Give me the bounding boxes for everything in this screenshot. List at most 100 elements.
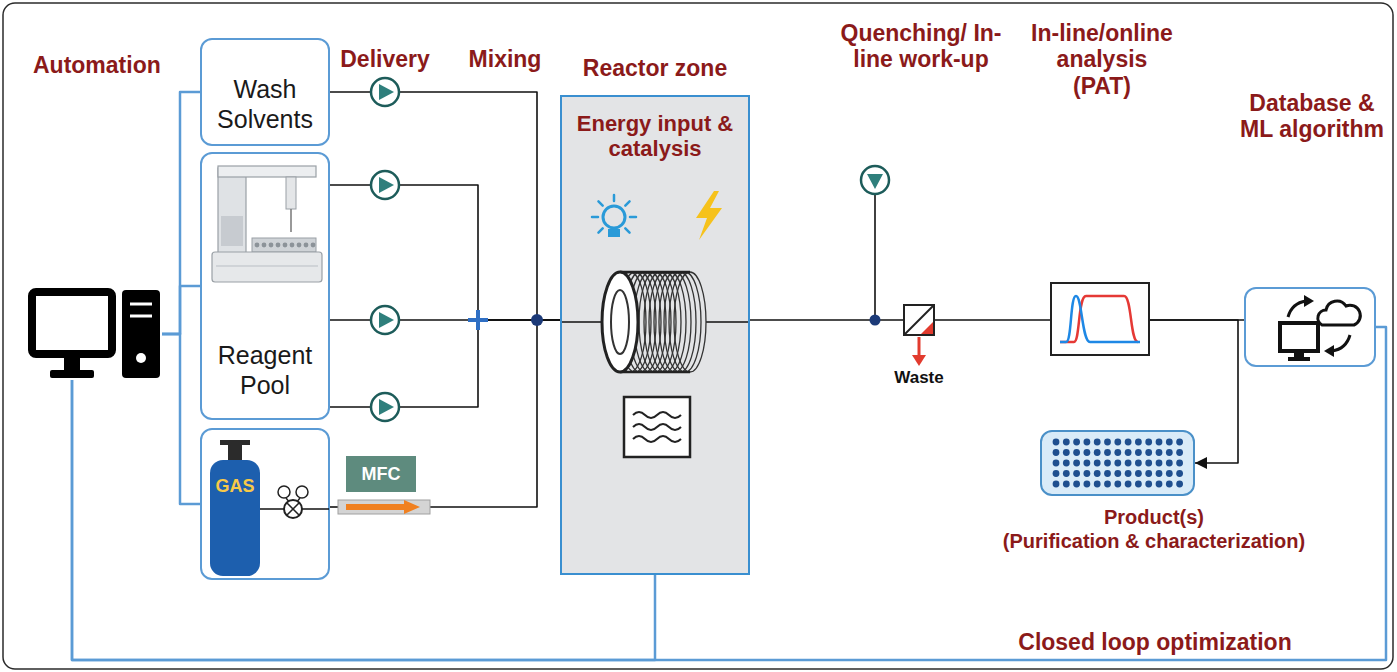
well	[1084, 470, 1091, 477]
bath-wave	[633, 424, 681, 430]
light-ray	[625, 228, 629, 232]
monitor-stand	[1294, 351, 1304, 357]
gas-supply-box: GAS	[200, 428, 330, 580]
pump-arrow	[867, 174, 883, 189]
regulator-mark	[287, 503, 299, 515]
product-note: (Purification & characterization)	[984, 530, 1324, 553]
well	[1125, 449, 1132, 456]
flow-line	[330, 506, 338, 508]
well	[1145, 439, 1152, 446]
monitor-stand	[64, 358, 80, 370]
well	[1176, 449, 1183, 456]
pc-tower	[122, 290, 160, 378]
well	[1145, 460, 1152, 467]
sync-arrowhead	[1324, 345, 1334, 357]
well	[1073, 449, 1080, 456]
vial	[290, 243, 295, 248]
drive-slot	[130, 303, 152, 306]
box-label: Reagent Pool	[205, 340, 325, 400]
light-bulb	[603, 206, 625, 228]
well	[1084, 439, 1091, 446]
flow-line	[935, 319, 1050, 321]
well	[1135, 481, 1142, 488]
well	[1094, 449, 1101, 456]
mfc-label: MFC	[346, 456, 416, 492]
monitor-base	[50, 370, 94, 378]
pump-arrow	[379, 312, 394, 328]
control-line	[162, 334, 200, 504]
well	[1114, 481, 1121, 488]
sampler-base	[212, 252, 322, 282]
section-heading: Reactor zone	[550, 55, 760, 81]
well	[1104, 470, 1111, 477]
product-plate: Product(s)(Purification & characterizati…	[1040, 430, 1195, 496]
pump	[371, 393, 399, 421]
well	[1176, 470, 1183, 477]
well	[1063, 439, 1070, 446]
well	[1053, 470, 1060, 477]
light-ray	[625, 201, 629, 205]
well	[1073, 481, 1080, 488]
illustration	[1052, 284, 1152, 358]
well	[1125, 470, 1132, 477]
pump-arrow	[379, 177, 394, 193]
flow-arrow	[346, 500, 420, 514]
pump	[371, 306, 399, 334]
illustration	[905, 306, 937, 338]
well	[1084, 449, 1091, 456]
pump-body	[371, 306, 399, 334]
coil-edge	[620, 271, 690, 274]
cylinder-label: GAS	[210, 476, 260, 498]
section-heading: In-line/online analysis (PAT)	[1027, 20, 1177, 99]
monitor	[32, 292, 112, 354]
database-box: Database & ML algorithm	[1244, 287, 1376, 367]
monitor	[1280, 323, 1318, 351]
section-heading: Automation	[33, 52, 183, 78]
well	[1094, 460, 1101, 467]
mfc-pipe	[338, 500, 430, 514]
well	[1063, 481, 1070, 488]
reservoir-box: Wash Solvents	[200, 38, 330, 146]
well	[1114, 439, 1121, 446]
well	[1156, 439, 1163, 446]
vial	[255, 243, 260, 248]
coil-core	[611, 290, 629, 354]
pump	[371, 78, 399, 106]
waste-arrow-head	[912, 355, 926, 366]
pump-arrow	[379, 399, 394, 415]
section-heading: Database & ML algorithm	[1235, 90, 1389, 143]
vial	[262, 243, 267, 248]
coil-edge	[620, 371, 690, 374]
well	[1073, 439, 1080, 446]
flow-line	[330, 185, 560, 320]
membrane	[905, 306, 933, 334]
waste-arrow-shaft	[918, 337, 921, 356]
flow-line	[330, 92, 560, 320]
computer-icon: Automation	[28, 288, 162, 380]
power-button	[136, 353, 146, 363]
well	[1145, 481, 1152, 488]
vial	[304, 243, 309, 248]
pump-body	[371, 171, 399, 199]
well	[1053, 481, 1060, 488]
well	[1166, 439, 1173, 446]
well	[1053, 460, 1060, 467]
reactor-outlet	[706, 321, 748, 323]
well	[1094, 439, 1101, 446]
heating-bath	[624, 397, 690, 457]
membrane-separator: Quenching/ In-line work-up	[903, 304, 935, 336]
analysis-box: In-line/online analysis (PAT)	[1050, 282, 1150, 356]
well	[1135, 439, 1142, 446]
regulator	[284, 500, 302, 518]
product-heading: Product(s)	[984, 506, 1324, 529]
monitor-base	[1288, 357, 1310, 361]
well	[1094, 481, 1101, 488]
regulator-mark	[287, 503, 299, 515]
section-heading: Mixing	[460, 46, 550, 72]
well	[1145, 449, 1152, 456]
bath-wave	[633, 436, 681, 442]
sampler-trim	[216, 266, 318, 267]
well	[1063, 449, 1070, 456]
sampler-tower	[218, 168, 246, 254]
